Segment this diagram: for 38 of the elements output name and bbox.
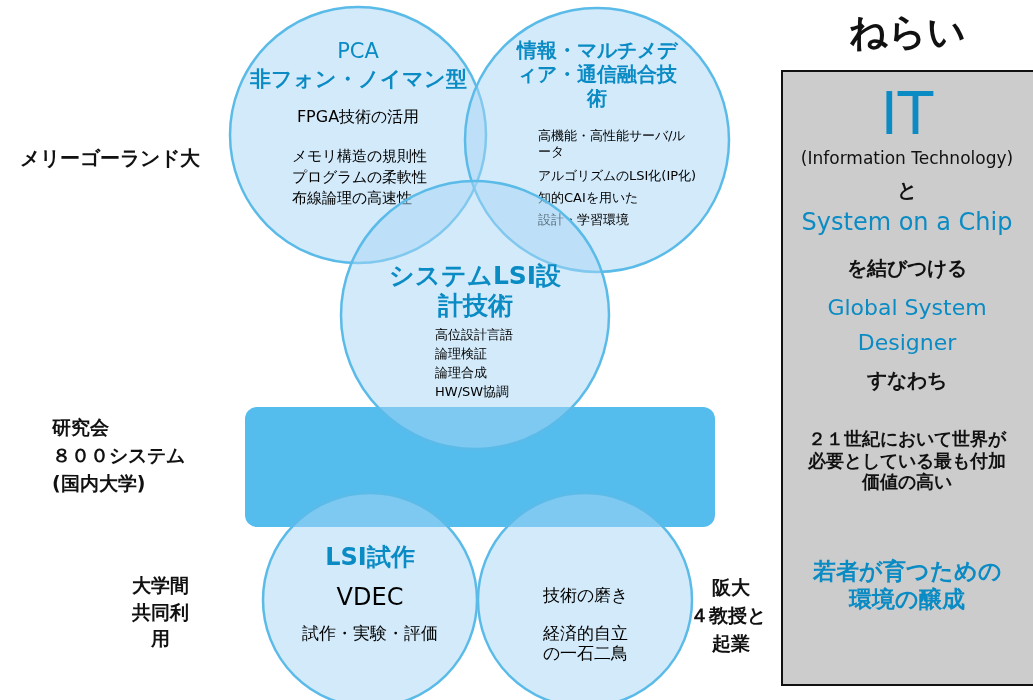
- list-item: 高位設計言語: [435, 327, 513, 343]
- side-label: 阪大: [712, 576, 750, 599]
- circle-text: 経済的自立の一石二鳥: [541, 623, 629, 664]
- side-label: 研究会: [52, 416, 109, 439]
- circle-subheading: VDEC: [335, 583, 405, 612]
- panel-heading: ねらい: [847, 10, 967, 56]
- list-item: 設計・学習環境: [538, 212, 629, 228]
- side-label: ４教授と: [690, 604, 766, 627]
- circle-heading: PCA: [336, 39, 380, 65]
- list-item: HW/SW協調: [435, 384, 510, 400]
- band: [245, 407, 715, 527]
- panel-text: 若者が育つための環境の醸成: [811, 558, 1003, 614]
- circle-text: 試作・実験・評価: [301, 623, 439, 644]
- circle-text: 技術の磨き: [541, 585, 629, 606]
- panel-text: IT: [879, 80, 935, 150]
- list-item: メモリ構造の規則性: [292, 147, 427, 165]
- list-item: アルゴリズムのLSI化(IP化): [538, 168, 697, 184]
- side-label: (国内大学): [52, 472, 146, 495]
- side-label: メリーゴーランド大: [20, 146, 200, 170]
- panel-text: (Information Technology): [799, 148, 1015, 169]
- list-item: 論理検証: [435, 346, 487, 362]
- panel-text: を結びつける: [846, 256, 968, 280]
- side-label: ８００システム: [52, 444, 185, 467]
- panel-text: ２１世紀において世界が必要としている最も付加価値の高い: [807, 428, 1008, 493]
- side-label: 大学間共同利用: [130, 573, 190, 652]
- circle-heading: LSI試作: [324, 543, 416, 572]
- panel-text: すなわち: [866, 368, 948, 392]
- panel-text: Global System Designer: [826, 294, 988, 358]
- list-item: 高機能・高性能サーバ/ルータ: [538, 128, 687, 160]
- circle-heading: システムLSI設計技術: [387, 261, 563, 321]
- list-item: 論理合成: [435, 365, 487, 381]
- circle-heading: 非フォン・ノイマン型: [248, 67, 468, 93]
- side-label: 起業: [712, 632, 750, 655]
- panel-text: と: [896, 178, 918, 202]
- list-item: プログラムの柔軟性: [292, 168, 427, 186]
- circle-heading: 情報・マルチメディア・通信融合技術: [515, 38, 679, 110]
- panel-text: System on a Chip: [800, 208, 1014, 237]
- circle-subheading: FPGA技術の活用: [295, 107, 421, 127]
